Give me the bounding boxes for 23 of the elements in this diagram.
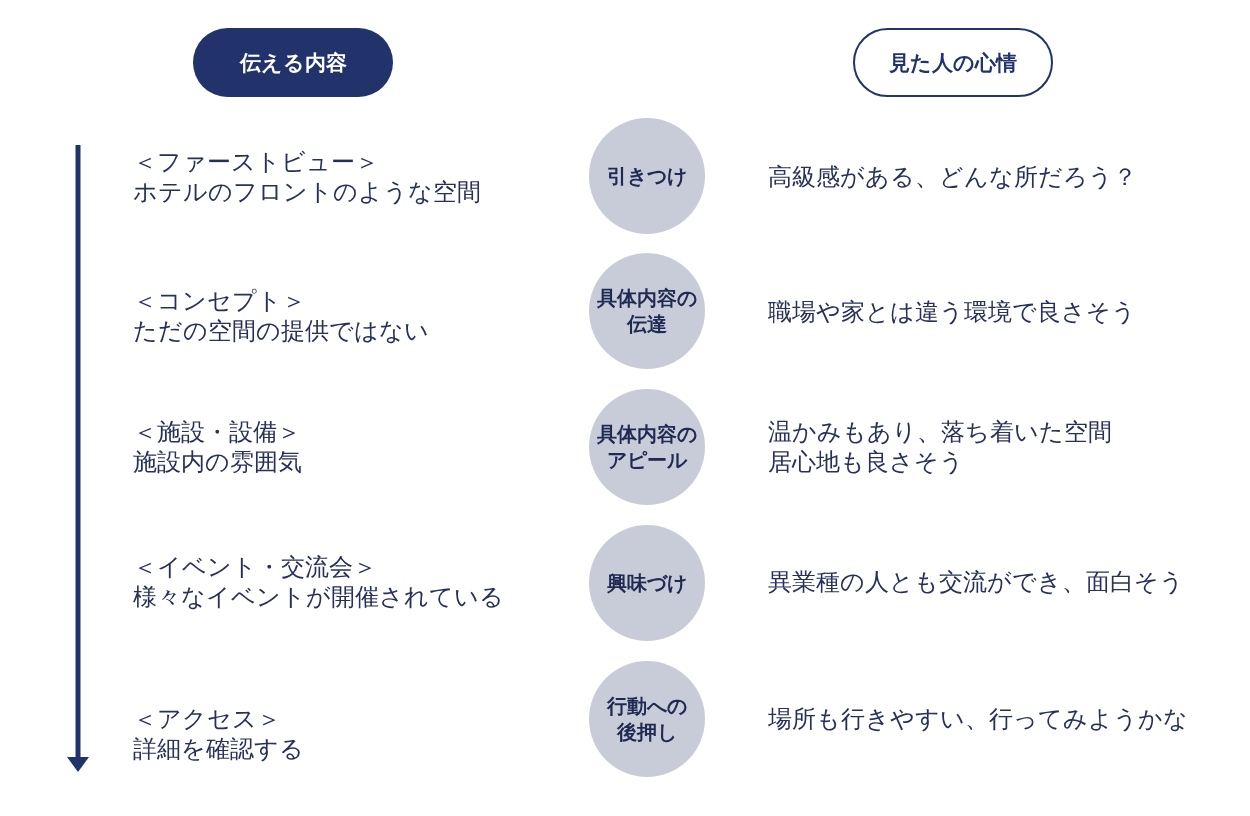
header-pill: 伝える内容 xyxy=(193,28,393,97)
header-pill: 見た人の心情 xyxy=(853,28,1053,97)
section-heading: ＜コンセプト＞ xyxy=(133,287,306,316)
description-text: ホテルのフロントのような空間 xyxy=(133,178,481,207)
description-text: 詳細を確認する xyxy=(133,735,304,764)
stage-circle: 具体内容のアピール xyxy=(589,389,705,505)
reaction-text: 温かみもあり、落ち着いた空間 xyxy=(768,418,1112,447)
reaction-text: 場所も行きやすい、行ってみようかな xyxy=(768,705,1188,734)
stage-circle: 興味づけ xyxy=(589,525,705,641)
description-text: 施設内の雰囲気 xyxy=(133,448,302,477)
stage-circle: 具体内容の伝達 xyxy=(589,253,705,369)
section-heading: ＜ファーストビュー＞ xyxy=(133,148,379,177)
reaction-text: 職場や家とは違う環境で良さそう xyxy=(768,298,1136,327)
reaction-text: 居心地も良さそう xyxy=(768,448,964,477)
description-text: 様々なイベントが開催されている xyxy=(133,583,504,612)
section-heading: ＜アクセス＞ xyxy=(133,705,281,734)
stage-circle: 引きつけ xyxy=(589,118,705,234)
section-heading: ＜イベント・交流会＞ xyxy=(133,553,377,582)
description-text: ただの空間の提供ではない xyxy=(133,317,429,346)
reaction-text: 異業種の人とも交流ができ、面白そう xyxy=(768,568,1184,597)
section-heading: ＜施設・設備＞ xyxy=(133,418,301,447)
reaction-text: 高級感がある、どんな所だろう？ xyxy=(768,163,1137,192)
stage-circle: 行動への後押し xyxy=(589,661,705,777)
